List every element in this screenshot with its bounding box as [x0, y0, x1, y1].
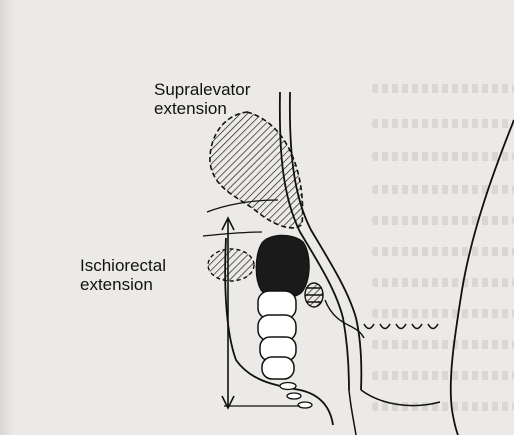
supralevator-label-line-2: extension [154, 99, 227, 118]
buttock-contour-right [451, 120, 514, 435]
ischiorectal-label-line-1: Ischiorectal [80, 256, 166, 275]
subcutaneous-ellipse [280, 383, 296, 390]
subcutaneous-ellipse [298, 402, 312, 408]
perineal-skin [349, 390, 440, 435]
sphincter-segment [262, 357, 294, 379]
supralevator-label-line-1: Supralevator [154, 80, 250, 99]
mucosal-folds [364, 324, 438, 329]
ischiorectal-extension-area [208, 249, 254, 281]
supralevator-extension-area [210, 112, 303, 228]
supralevator-extension-label: Supralevator extension [154, 80, 250, 118]
ischial-tuberosity-line [203, 232, 262, 236]
subcutaneous-ellipse [287, 393, 301, 399]
ischiorectal-label-line-2: extension [80, 275, 153, 294]
ischiorectal-extension-label: Ischiorectal extension [80, 256, 166, 294]
abscess-mass [256, 235, 309, 298]
